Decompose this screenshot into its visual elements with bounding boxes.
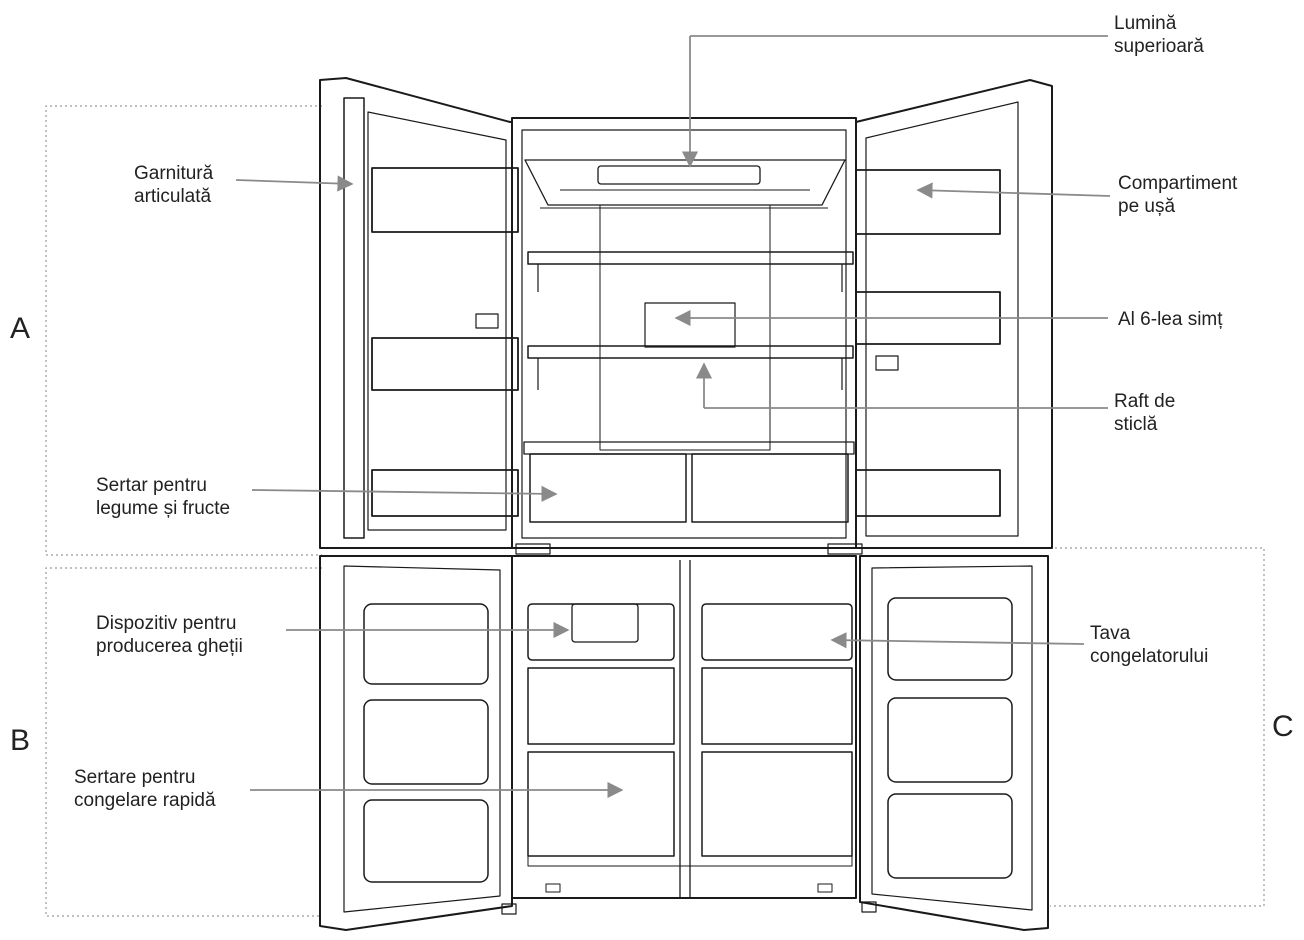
top-light-shape [524, 159, 846, 206]
cabinet-bottom [511, 555, 857, 899]
arrow-freezer-tray [830, 632, 1085, 649]
sixth-sense-box [644, 302, 736, 348]
zone-c-label: C [1272, 710, 1294, 743]
fridge-body [319, 77, 1053, 931]
door-top-right [855, 79, 1053, 549]
glass-shelf-top [527, 251, 854, 265]
freezer-tray-shape [701, 603, 853, 661]
zone-b-frame [45, 567, 322, 917]
arrow-hinged-gasket [235, 175, 354, 192]
glass-shelf-middle [527, 345, 854, 359]
arrow-crisper [251, 485, 558, 502]
arrow-door-bin [916, 182, 1111, 199]
door-top-left [319, 77, 513, 549]
door-bottom-left [319, 555, 513, 931]
zone-a-label: A [10, 312, 31, 345]
cabinet-top [511, 117, 857, 549]
door-bin-right-3 [855, 469, 1001, 517]
door-bottom-right [859, 555, 1049, 931]
zone-frames [45, 105, 1265, 917]
door-bin-right-1 [855, 169, 1001, 235]
label-sixth-sense: Al 6-lea simț [1118, 309, 1223, 330]
quick-freeze-drawer-left [527, 751, 675, 857]
crisper-drawer-right [691, 453, 849, 523]
door-bin-left-2 [371, 337, 519, 391]
zone-b-label: B [10, 724, 31, 757]
door-bin-left-1 [371, 167, 519, 233]
leader-arrows [235, 35, 1111, 799]
zone-a-frame [45, 105, 322, 556]
crisper-drawer-left [529, 453, 687, 523]
zone-c-frame [1050, 547, 1265, 907]
ice-maker-bin [527, 603, 675, 661]
